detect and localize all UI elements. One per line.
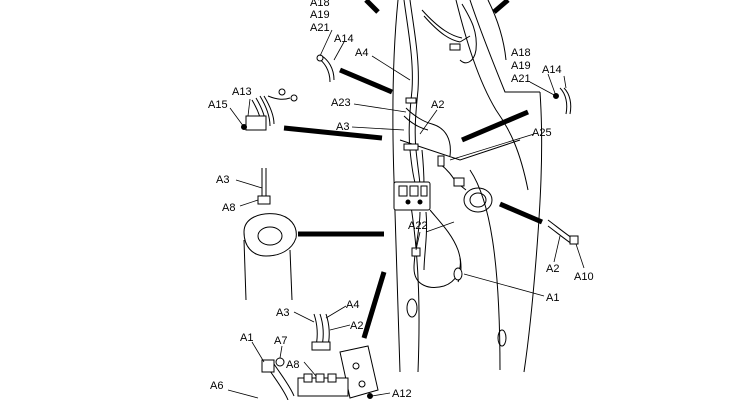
label-a19-top: A19 — [310, 9, 330, 21]
label-a2-right: A2 — [546, 263, 559, 275]
label-a13: A13 — [232, 86, 252, 98]
label-a7: A7 — [274, 335, 287, 347]
label-a21-top: A21 — [310, 22, 330, 34]
wire-bundle-group — [241, 88, 298, 131]
fitting-a14-left — [316, 54, 335, 83]
label-a22: A22 — [408, 220, 428, 232]
boom-structure — [392, 0, 543, 373]
label-a8-bottom: A8 — [286, 359, 299, 371]
label-a25: A25 — [532, 127, 552, 139]
callout-labels: A18 A19 A21 A14 A4 A18 A19 A21 A14 A13 A… — [208, 0, 594, 400]
label-a14-right: A14 — [542, 64, 562, 76]
label-a18-right: A18 — [511, 47, 531, 59]
label-a15: A15 — [208, 99, 228, 111]
label-a18-top: A18 — [310, 0, 330, 9]
label-a23: A23 — [331, 97, 351, 109]
label-a2-bottom: A2 — [350, 320, 363, 332]
label-a14-top: A14 — [334, 33, 354, 45]
fitting-a10 — [547, 219, 579, 245]
label-a6: A6 — [210, 380, 223, 392]
label-a4-bottom: A4 — [346, 299, 359, 311]
label-a10: A10 — [574, 271, 594, 283]
label-a1-bottom: A1 — [240, 332, 253, 344]
bold-leaders — [283, 0, 543, 339]
lower-valve-assembly — [261, 313, 379, 401]
label-a1-right: A1 — [546, 292, 559, 304]
label-a19-right: A19 — [511, 60, 531, 72]
thin-leaders — [227, 29, 585, 399]
fitting-a14-right — [553, 87, 572, 115]
center-harness — [393, 0, 471, 288]
pin-assembly — [243, 168, 297, 301]
label-a21-right: A21 — [511, 73, 531, 85]
label-a4-top: A4 — [355, 47, 368, 59]
label-a3-bottom: A3 — [276, 307, 289, 319]
label-a8-left: A8 — [222, 202, 235, 214]
label-a2-center: A2 — [431, 99, 444, 111]
label-a3-left: A3 — [216, 174, 229, 186]
label-a12: A12 — [392, 388, 412, 400]
label-a3-center: A3 — [336, 121, 349, 133]
